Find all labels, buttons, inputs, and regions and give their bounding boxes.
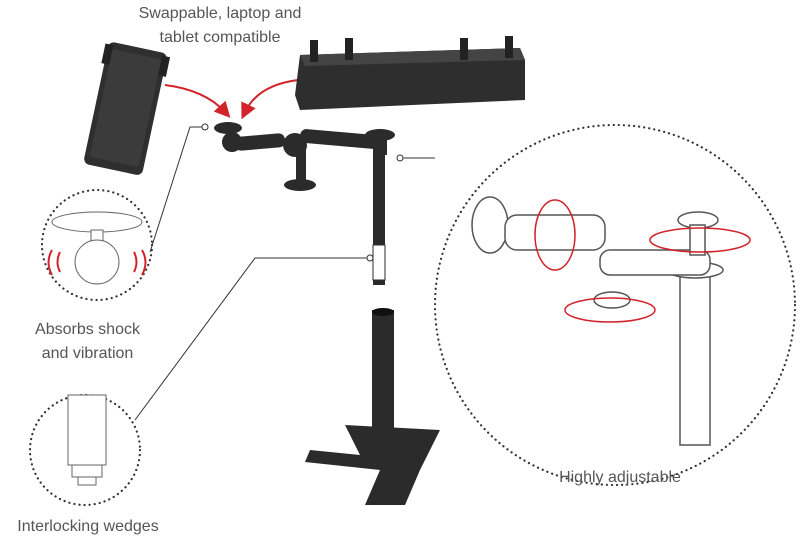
- shock-label-line2: and vibration: [41, 345, 134, 362]
- wedges-label: Interlocking wedges: [17, 518, 159, 535]
- adjustable-callout-circle: [433, 123, 797, 487]
- adjustable-label: Highly adjustable: [559, 469, 681, 486]
- shock-label-line1: Absorbs shock: [35, 321, 140, 338]
- arrow-tablet: [164, 84, 231, 118]
- wedge-detail: [67, 394, 107, 486]
- laptop-cradle-image: [295, 36, 525, 110]
- mount-product-image: [214, 122, 440, 505]
- wedges-callout-circle: [28, 393, 142, 507]
- adjustable-detail: [471, 196, 751, 446]
- arrow-laptop: [241, 79, 299, 120]
- swappable-label-line2: tablet compatible: [159, 29, 281, 46]
- tablet-holder-image: [84, 42, 171, 175]
- ball-mount-detail: [47, 211, 147, 285]
- swappable-label-line1: Swappable, laptop and: [138, 5, 302, 22]
